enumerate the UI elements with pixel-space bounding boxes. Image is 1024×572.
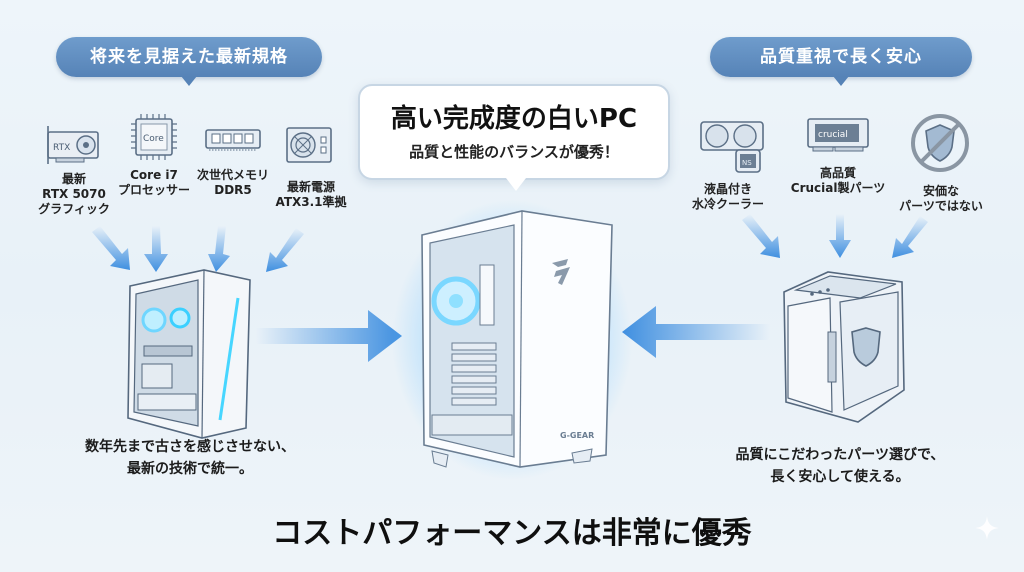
psu-label-line1: 最新電源 (286, 180, 335, 194)
arrow-left-icon (622, 306, 770, 358)
gpu-label-line3: グラフィック (38, 202, 110, 216)
left-pc-case (127, 269, 251, 439)
liquid-cooler-icon: NS (700, 121, 764, 173)
gpu-label: 最新 RTX 5070 グラフィック (26, 172, 122, 217)
crucial-label-line1: 高品質 (819, 166, 856, 180)
memory-label-line1: 次世代メモリ (196, 168, 269, 182)
no-cheap-label-line2: パーツではない (899, 199, 983, 213)
right-pc-case (783, 271, 905, 423)
brand-label: G-GEAR (560, 431, 595, 440)
sparkle-icon (975, 516, 999, 540)
right-converging-arrows (742, 214, 928, 258)
psu-label-line2: ATX3.1準拠 (275, 195, 347, 209)
no-cheap-label: 安価な パーツではない (896, 184, 986, 214)
memory-icon (205, 129, 261, 151)
crucial-icon-text: crucial (818, 130, 848, 140)
cpu-icon-text: Core (143, 134, 164, 144)
left-heading: 将来を見据えた最新規格 (90, 47, 288, 67)
gpu-icon-text: RTX (53, 143, 70, 153)
memory-label-line2: DDR5 (214, 183, 252, 197)
right-heading: 品質重視で長く安心 (760, 47, 922, 67)
cpu-label-line2: プロセッサー (117, 183, 190, 197)
cpu-label: Core i7 プロセッサー (108, 168, 200, 198)
left-heading-pill: 将来を見据えた最新規格 (56, 37, 322, 86)
left-description: 数年先まで古さを感じさせない、 最新の技術で統一。 (40, 436, 340, 480)
psu-label: 最新電源 ATX3.1準拠 (266, 180, 356, 210)
no-cheap-label-line1: 安価な (922, 184, 959, 198)
gpu-label-line1: 最新 (61, 172, 86, 186)
right-description-line2: 長く安心して使える。 (770, 469, 910, 485)
callout-subtitle: 品質と性能のバランスが優秀！ (409, 143, 619, 161)
cpu-label-line1: Core i7 (130, 168, 178, 182)
cooler-label: 液晶付き 水冷クーラー (686, 182, 770, 212)
callout-title: 高い完成度の白いPC (390, 104, 638, 134)
right-description: 品質にこだわったパーツ選びで、 長く安心して使える。 (690, 444, 990, 488)
left-description-line1: 数年先まで古さを感じさせない、 (85, 439, 295, 455)
bottom-title: コストパフォーマンスは非常に優秀 (272, 516, 752, 551)
graphics-card-icon: RTX (47, 126, 99, 164)
right-heading-pill: 品質重視で長く安心 (710, 37, 972, 86)
cooler-label-line1: 液晶付き (703, 182, 752, 196)
no-cheap-parts-icon (911, 114, 969, 172)
crucial-label-line2: Crucial製パーツ (790, 181, 886, 195)
gpu-label-line2: RTX 5070 (42, 187, 106, 201)
cooler-icon-text: NS (742, 159, 752, 167)
crucial-label: 高品質 Crucial製パーツ (786, 166, 890, 196)
center-pc-case (392, 200, 632, 480)
right-description-line1: 品質にこだわったパーツ選びで、 (735, 447, 945, 463)
arrow-down-icon (92, 226, 304, 272)
left-converging-arrows (92, 226, 304, 272)
arrow-right-icon (256, 310, 402, 362)
left-description-line2: 最新の技術で統一。 (127, 461, 253, 477)
power-supply-icon (286, 127, 332, 163)
g-gear-logo-icon (552, 259, 570, 285)
cpu-icon: Core (131, 114, 177, 160)
memory-label: 次世代メモリ DDR5 (188, 168, 278, 198)
crucial-ssd-icon: crucial (807, 118, 869, 152)
center-callout: 高い完成度の白いPC 品質と性能のバランスが優秀！ (358, 84, 670, 191)
cooler-label-line2: 水冷クーラー (691, 197, 764, 211)
